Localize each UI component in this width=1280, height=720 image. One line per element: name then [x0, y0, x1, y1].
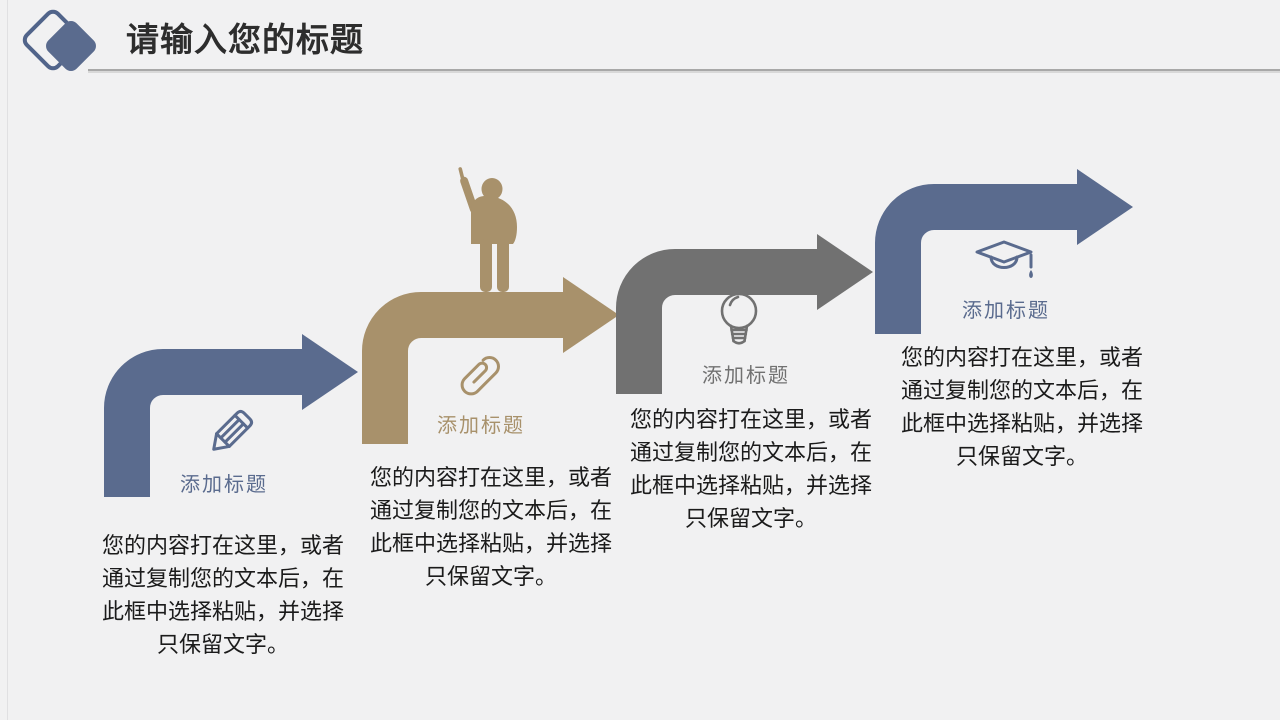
step-1-body-line: 此框中选择粘贴，并选择 [101, 600, 344, 625]
step-1-body-line: 只保留文字。 [156, 633, 289, 658]
step-2-title[interactable]: 添加标题 [437, 413, 525, 437]
slide-left-edge [7, 0, 8, 720]
pencil-icon [212, 409, 254, 451]
step-2-body-line: 通过复制您的文本后，在 [369, 499, 612, 524]
step-1-title[interactable]: 添加标题 [180, 472, 268, 496]
step-4-body-line: 您的内容打在这里，或者 [900, 346, 1143, 371]
step-1-arrow [104, 334, 358, 497]
lightbulb-icon [720, 292, 758, 345]
step-1-body-line: 通过复制您的文本后，在 [101, 567, 344, 592]
step-3-arrow [616, 234, 873, 394]
step-3-title[interactable]: 添加标题 [702, 363, 790, 387]
step-4-body-line: 此框中选择粘贴，并选择 [900, 412, 1143, 437]
step-4-body-line: 通过复制您的文本后，在 [900, 379, 1143, 404]
step-4-arrow [875, 169, 1133, 334]
header-divider [88, 69, 1280, 71]
step-1-body[interactable]: 您的内容打在这里，或者 通过复制您的文本后，在 此框中选择粘贴，并选择 只保留文… [92, 530, 354, 662]
step-4-title[interactable]: 添加标题 [962, 298, 1050, 322]
step-2-body-line: 您的内容打在这里，或者 [369, 466, 612, 491]
graduation-cap-icon [975, 240, 1033, 278]
step-3-body-line: 您的内容打在这里，或者 [629, 408, 872, 433]
step-3-body-line: 此框中选择粘贴，并选择 [629, 474, 872, 499]
step-3-body[interactable]: 您的内容打在这里，或者 通过复制您的文本后，在 此框中选择粘贴，并选择 只保留文… [620, 404, 882, 536]
step-2-body-line: 只保留文字。 [424, 565, 557, 590]
step-2-body-line: 此框中选择粘贴，并选择 [369, 532, 612, 557]
paperclip-icon [460, 356, 500, 396]
step-1-body-line: 您的内容打在这里，或者 [101, 534, 344, 559]
page-title[interactable]: 请输入您的标题 [126, 21, 364, 58]
step-2-arrow [362, 277, 619, 444]
step-2-body[interactable]: 您的内容打在这里，或者 通过复制您的文本后，在 此框中选择粘贴，并选择 只保留文… [360, 462, 622, 594]
step-4-body[interactable]: 您的内容打在这里，或者 通过复制您的文本后，在 此框中选择粘贴，并选择 只保留文… [891, 342, 1153, 474]
person-waving-icon [458, 167, 517, 292]
step-4-body-line: 只保留文字。 [955, 445, 1088, 470]
double-diamond-icon [0, 0, 120, 100]
step-3-body-line: 只保留文字。 [684, 507, 817, 532]
step-3-body-line: 通过复制您的文本后，在 [629, 441, 872, 466]
